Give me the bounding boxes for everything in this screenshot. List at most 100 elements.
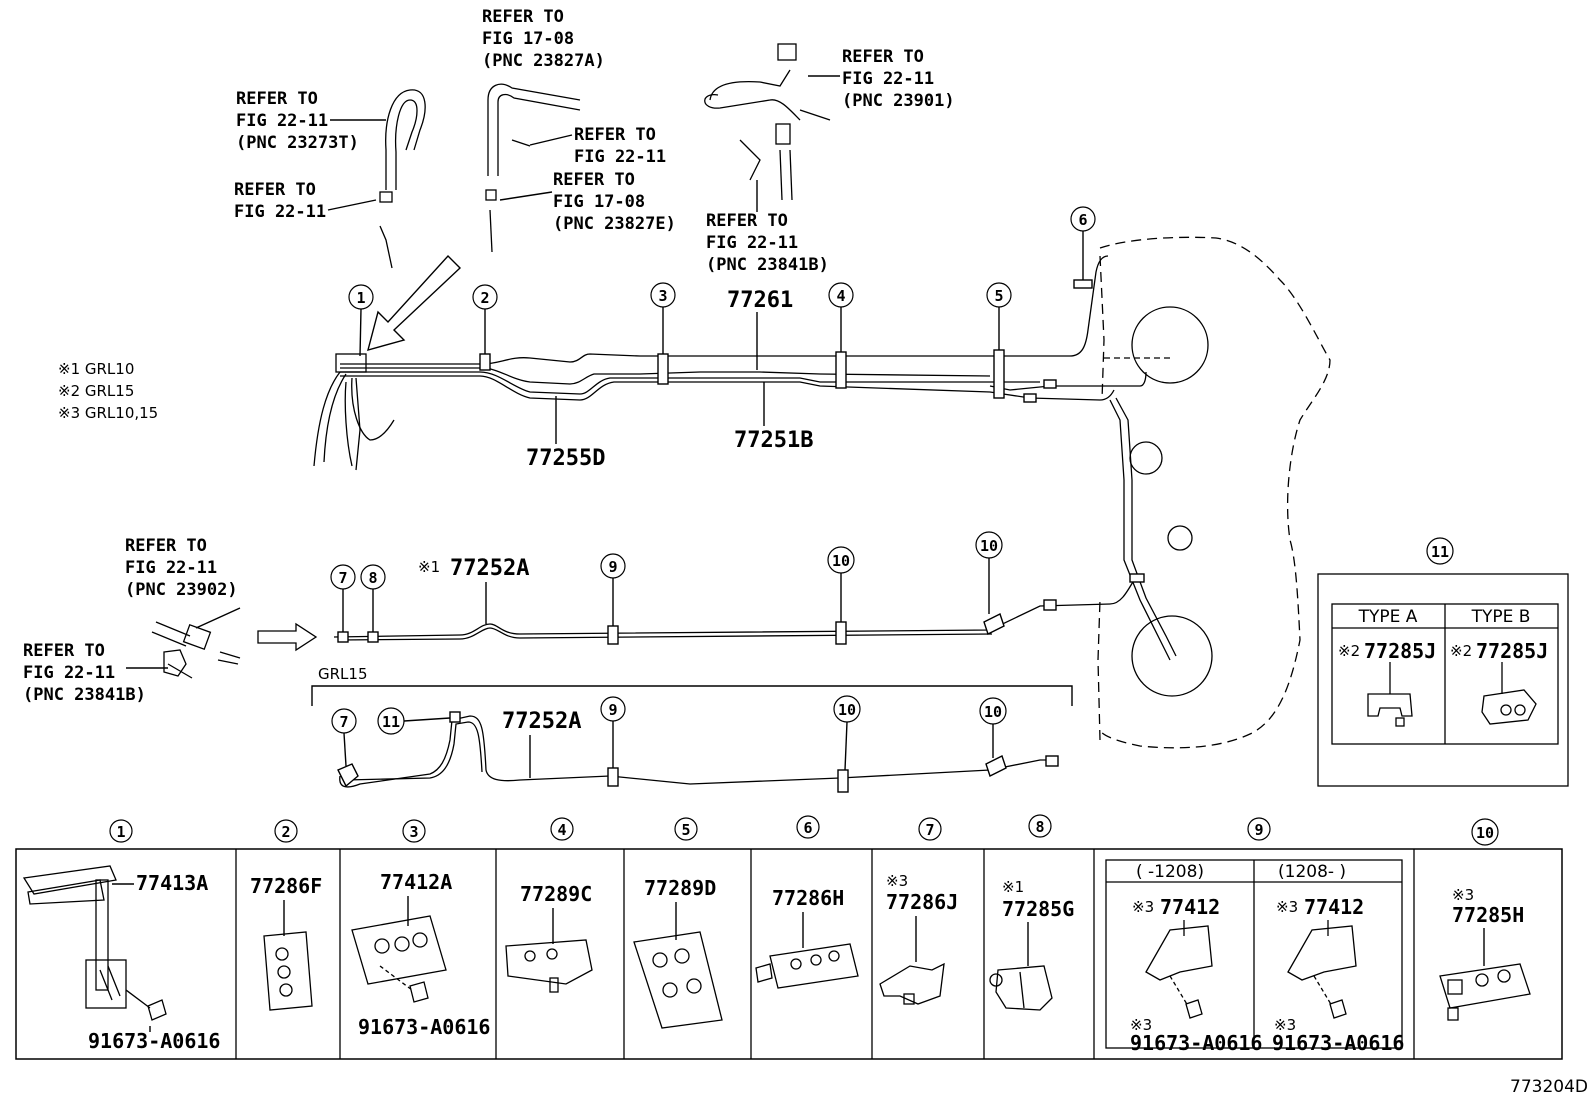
svg-text:※1: ※1 [418,558,440,576]
svg-text:10: 10 [984,703,1002,721]
svg-text:REFER TO: REFER TO [842,47,924,67]
svg-text:(PNC 23841B): (PNC 23841B) [706,255,829,275]
svg-text:77285J: 77285J [1364,639,1436,663]
svg-text:77285H: 77285H [1452,903,1524,927]
part-77255d-label: 77255D [526,396,605,471]
callout-10-grl15-b: 10 [979,697,1007,758]
lower-tube-grl15 [339,715,1056,788]
svg-text:9: 9 [608,701,617,719]
svg-text:(PNC 23827A): (PNC 23827A) [482,51,605,71]
reference-note-fig22-b: REFER TO FIG 22-11 [574,125,666,167]
svg-text:77412: 77412 [1160,895,1220,919]
svg-text:5: 5 [681,821,690,839]
svg-text:FIG 17-08: FIG 17-08 [553,192,645,212]
svg-text:REFER TO: REFER TO [706,211,788,231]
svg-text:4: 4 [557,821,566,839]
svg-text:※1 GRL10: ※1 GRL10 [58,360,134,378]
svg-text:※2: ※2 [1338,642,1360,660]
svg-text:FIG 17-08: FIG 17-08 [482,29,574,49]
callout-10-grl15-a: 10 [833,695,861,771]
svg-text:3: 3 [409,823,418,841]
svg-text:10: 10 [838,701,856,719]
svg-text:10: 10 [980,537,998,555]
svg-text:91673-A0616: 91673-A0616 [1130,1031,1262,1055]
svg-text:77252A: 77252A [502,709,581,734]
part-77251b-label: 77251B [734,382,813,453]
parts-table: 1 2 3 4 5 6 7 8 9 10 77413A [15,814,1563,1060]
reference-note-23841b: REFER TO FIG 22-11 (PNC 23841B) [706,211,829,275]
reference-note-23902: REFER TO FIG 22-11 (PNC 23902) [125,536,238,600]
callout-11-grl15: 11 [377,707,451,735]
svg-text:※2 GRL15: ※2 GRL15 [58,382,134,400]
reference-note-23273t: REFER TO FIG 22-11 (PNC 23273T) [236,89,359,153]
svg-text:10: 10 [832,552,850,570]
svg-text:FIG 22-11: FIG 22-11 [125,558,217,578]
svg-text:91673-A0616: 91673-A0616 [88,1029,220,1053]
svg-text:7: 7 [925,821,934,839]
svg-text:77412: 77412 [1304,895,1364,919]
svg-text:77286H: 77286H [772,886,844,910]
grl15-bracket: GRL15 [311,665,1073,706]
table-cell-7: ※3 77286J [879,872,958,1005]
svg-text:1: 1 [116,823,125,841]
svg-text:( -1208): ( -1208) [1136,862,1204,882]
svg-text:10: 10 [1476,824,1494,842]
table-cell-6: 77286H [755,886,859,989]
svg-text:※3: ※3 [1132,898,1154,916]
part-77252a-grl15-label: 77252A [502,709,581,778]
svg-text:FIG 22-11: FIG 22-11 [234,202,326,222]
callout-8-mid: 8 [360,564,386,632]
svg-text:(PNC 23273T): (PNC 23273T) [236,133,359,153]
figure-id: 773204D [1510,1077,1588,1097]
table-cell-8: ※1 77285G [989,878,1074,1011]
svg-text:TYPE B: TYPE B [1471,607,1531,627]
svg-text:1: 1 [356,289,365,307]
svg-text:REFER TO: REFER TO [553,170,635,190]
svg-text:GRL15: GRL15 [318,665,368,683]
svg-text:77285G: 77285G [1002,897,1074,921]
svg-text:REFER TO: REFER TO [482,7,564,27]
table-cell-4: 77289C [505,882,593,993]
callout-1: 1 [348,284,374,357]
svg-text:77251B: 77251B [734,428,813,453]
callout-3: 3 [650,282,676,354]
svg-text:2: 2 [281,823,290,841]
svg-text:REFER TO: REFER TO [125,536,207,556]
callout-10-mid-a: 10 [827,546,855,622]
part-77252a-grl10-label: ※1 77252A [418,556,529,624]
svg-text:77413A: 77413A [136,871,208,895]
table-cell-5: 77289D [633,876,723,1029]
svg-text:※3: ※3 [1452,886,1474,904]
svg-text:7: 7 [338,569,347,587]
svg-text:FIG 22-11: FIG 22-11 [236,111,328,131]
svg-text:(PNC 23901): (PNC 23901) [842,91,955,111]
front-hoses [313,353,395,471]
svg-text:FIG 22-11: FIG 22-11 [706,233,798,253]
table-cell-3: 77412A 91673-A0616 [351,870,490,1039]
svg-text:77289D: 77289D [644,876,716,900]
svg-text:※3: ※3 [1274,1016,1296,1034]
inset-clamp-11: 11 TYPE A TYPE B ※2 77285J ※2 77285J [1317,537,1569,787]
svg-text:9: 9 [1254,821,1263,839]
reference-note-23841b-b: REFER TO FIG 22-11 (PNC 23841B) [23,641,146,705]
svg-text:※3: ※3 [1130,1016,1152,1034]
svg-text:2: 2 [480,289,489,307]
svg-text:※3 GRL10,15: ※3 GRL10,15 [58,404,158,422]
table-column-numbers: 1 2 3 4 5 6 7 8 9 10 [109,814,1499,846]
svg-text:REFER TO: REFER TO [236,89,318,109]
svg-text:77286F: 77286F [250,874,322,898]
reference-note-23827e: REFER TO FIG 17-08 (PNC 23827E) [553,170,676,234]
svg-text:77261: 77261 [727,288,793,313]
svg-text:11: 11 [382,713,400,731]
svg-text:※3: ※3 [886,872,908,890]
svg-text:11: 11 [1431,543,1449,561]
reference-note-23901: REFER TO FIG 22-11 (PNC 23901) [842,47,955,111]
reference-leaders [126,75,840,669]
callout-6: 6 [1070,206,1096,280]
svg-text:3: 3 [658,287,667,305]
callout-9-mid: 9 [600,553,626,626]
svg-text:8: 8 [368,569,377,587]
svg-text:4: 4 [836,287,845,305]
svg-text:77412A: 77412A [380,870,452,894]
